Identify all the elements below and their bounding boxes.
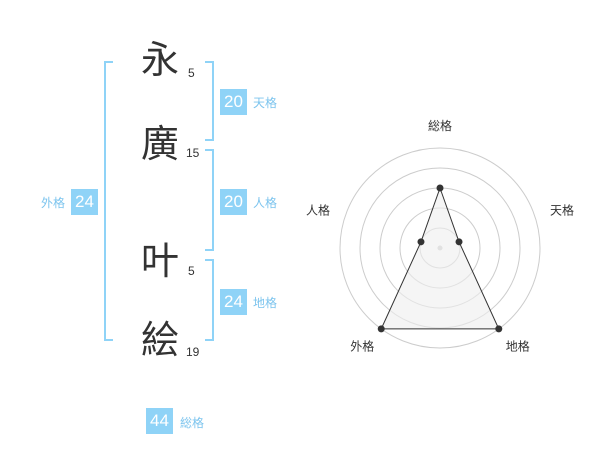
radar-axis-label-4: 外格 <box>350 339 374 354</box>
jinkaku-label: 人格 <box>253 196 278 210</box>
stroke-count-1: 5 <box>188 66 195 80</box>
chikaku-bracket <box>205 259 214 341</box>
stroke-count-2: 15 <box>186 146 200 160</box>
radar-axis-label-2: 天格 <box>550 202 574 217</box>
name-char-4: 絵 <box>141 318 180 362</box>
stroke-count-4: 19 <box>186 345 200 359</box>
tenkaku-bracket <box>205 61 214 141</box>
radar-axis-label-3: 地格 <box>506 339 530 354</box>
radar-point-3 <box>495 325 503 333</box>
name-char-1: 永 <box>141 38 180 82</box>
radar-point-5 <box>417 238 425 246</box>
chikaku-label: 地格 <box>253 296 278 310</box>
chikaku-value: 24 <box>220 289 247 315</box>
radar-point-4 <box>377 325 385 333</box>
stroke-count-3: 5 <box>188 264 195 278</box>
tenkaku-value: 20 <box>220 89 247 115</box>
soukaku-value: 44 <box>146 408 173 434</box>
tenkaku-label: 天格 <box>253 96 278 110</box>
gaikaku-label: 外格 <box>41 196 66 210</box>
jinkaku-bracket <box>205 149 214 251</box>
radar-point-2 <box>455 238 463 246</box>
radar-axis-label-5: 人格 <box>306 202 330 217</box>
radar-point-1 <box>436 184 444 192</box>
gaikaku-bracket <box>104 61 113 341</box>
jinkaku-value: 20 <box>220 189 247 215</box>
radar-series-polygon <box>380 186 500 330</box>
name-char-2: 廣 <box>141 122 180 166</box>
name-char-3: 叶 <box>141 239 180 283</box>
gaikaku-value: 24 <box>71 189 98 215</box>
soukaku-label: 総格 <box>180 416 205 430</box>
radar-axis-label-1: 総格 <box>428 118 452 133</box>
radar-ring-5 <box>339 147 541 349</box>
